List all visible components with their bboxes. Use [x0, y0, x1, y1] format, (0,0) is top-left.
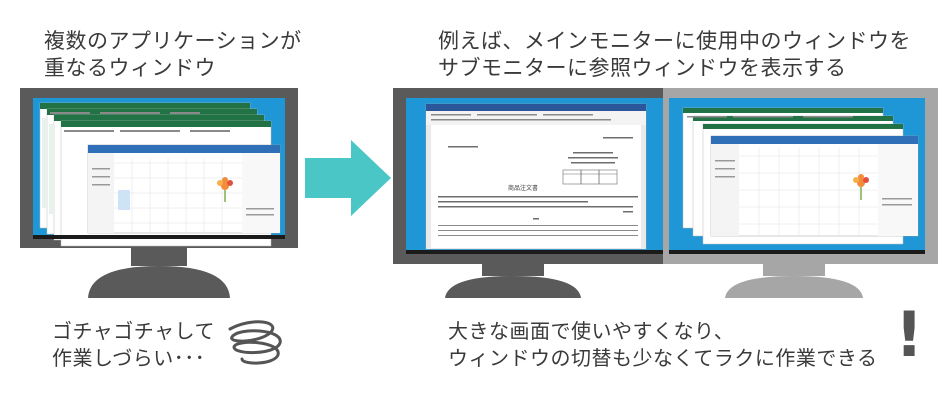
left-heading-line-2: 重なるウィンドウ [44, 56, 216, 80]
main-monitor: 商品注文書 [393, 88, 663, 298]
exclamation-icon: ! [895, 298, 924, 371]
sub-flower-icon [853, 174, 869, 200]
arrow-right-icon [305, 140, 391, 216]
left-heading-line-1: 複数のアプリケーションが [44, 29, 302, 53]
outlook-calendar-window [87, 144, 281, 234]
scribble-icon [228, 320, 282, 365]
left-heading: 複数のアプリケーションが 重なるウィンドウ [44, 28, 302, 82]
left-caption-line-1: ゴチャゴチャして [52, 319, 215, 343]
flower-icon [217, 177, 233, 202]
right-heading-line-2: サブモニターに参照ウィンドウを表示する [438, 56, 847, 80]
left-caption: ゴチャゴチャして 作業しづらい･･･ [52, 318, 215, 372]
word-document-window: 商品注文書 [425, 103, 647, 250]
left-monitor [20, 88, 298, 298]
right-caption-line-2: ウィンドウの切替も少なくてラクに作業できる [448, 346, 878, 370]
right-caption-line-1: 大きな画面で使いやすくなり、 [448, 319, 735, 343]
sub-monitor [663, 88, 938, 298]
sub-outlook-calendar-window [710, 135, 919, 237]
left-caption-line-2: 作業しづらい･･･ [52, 346, 206, 370]
right-heading-line-1: 例えば、メインモニターに使用中のウィンドウを [438, 29, 911, 53]
right-heading: 例えば、メインモニターに使用中のウィンドウを サブモニターに参照ウィンドウを表示… [438, 28, 911, 82]
document-title: 商品注文書 [508, 184, 538, 192]
right-caption: 大きな画面で使いやすくなり、 ウィンドウの切替も少なくてラクに作業できる [448, 318, 878, 372]
